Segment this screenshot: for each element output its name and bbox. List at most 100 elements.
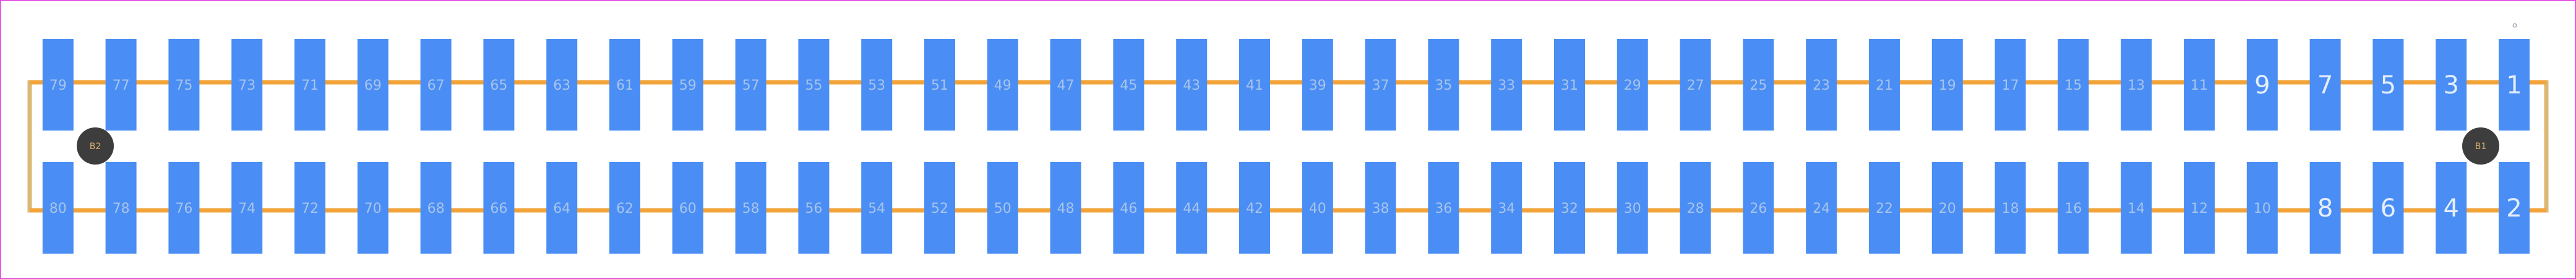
- pad-top: 19: [1931, 39, 1963, 131]
- pad-bottom: 20: [1931, 162, 1963, 254]
- pad-label: 71: [301, 78, 319, 93]
- pad-rect: [672, 162, 703, 254]
- pad-rect: [2436, 162, 2467, 254]
- pad-label: 49: [994, 78, 1011, 93]
- pad-rect: [168, 162, 200, 254]
- pad-rect: [1994, 39, 2026, 131]
- pad-label: 28: [1687, 201, 1704, 217]
- pad-rect: [105, 162, 137, 254]
- pad-rect: [1176, 162, 1208, 254]
- pad-rect: [483, 39, 515, 131]
- pad-label: 29: [1624, 78, 1641, 93]
- pad-rect: [1680, 162, 1711, 254]
- pad-label: 27: [1687, 78, 1704, 93]
- pad-rect: [1743, 162, 1774, 254]
- pad-label: 11: [2191, 78, 2208, 93]
- pad-rect: [924, 39, 955, 131]
- pad-label: 52: [931, 201, 948, 217]
- pad-rect: [1806, 162, 1837, 254]
- pad-rect: [231, 162, 263, 254]
- pad-label: 64: [553, 201, 570, 217]
- pad-label: 42: [1246, 201, 1263, 217]
- pad-rect: [42, 162, 74, 254]
- pad-rect: [1869, 39, 1900, 131]
- pad-bottom: 36: [1428, 162, 1459, 254]
- pad-rect: [483, 162, 515, 254]
- pad-top: 33: [1491, 39, 1522, 131]
- pad-label: 67: [427, 78, 445, 93]
- pad-label: 57: [742, 78, 760, 93]
- pad-label: 74: [238, 201, 255, 217]
- pad-top: 69: [357, 39, 389, 131]
- pad-label: 46: [1120, 201, 1137, 217]
- pad-top: 23: [1806, 39, 1837, 131]
- pad-label: 38: [1372, 201, 1389, 217]
- pad-label: 6: [2381, 194, 2396, 223]
- pad-top: 31: [1554, 39, 1585, 131]
- pad-rect: [357, 162, 389, 254]
- pad-label: 33: [1498, 78, 1515, 93]
- pad-bottom: 50: [987, 162, 1018, 254]
- pad-top: 61: [609, 39, 640, 131]
- pad-label: 80: [49, 201, 67, 217]
- pad-rect: [861, 39, 893, 131]
- mounting-hole-right: B1: [2462, 127, 2499, 165]
- pad-label: 23: [1813, 78, 1830, 93]
- pad-bottom: 62: [609, 162, 640, 254]
- pad-label: 77: [113, 78, 130, 93]
- pad-rect: [987, 39, 1018, 131]
- pad-rect: [2121, 39, 2152, 131]
- pad-top: 39: [1302, 39, 1333, 131]
- pad-label: 59: [679, 78, 697, 93]
- pad-bottom: 56: [798, 162, 830, 254]
- pad-bottom: 14: [2121, 162, 2152, 254]
- pad-rect: [672, 39, 703, 131]
- pad-rect: [735, 39, 766, 131]
- pad-bottom: 78: [105, 162, 137, 254]
- pad-rect: [546, 162, 578, 254]
- pad-rect: [2436, 39, 2467, 131]
- pad-bottom: 38: [1365, 162, 1396, 254]
- pad-bottom: 24: [1806, 162, 1837, 254]
- pad-bottom: 16: [2058, 162, 2089, 254]
- pad-label: 36: [1435, 201, 1452, 217]
- pad-bottom: 66: [483, 162, 515, 254]
- pad-top: 7: [2309, 39, 2341, 131]
- pad-label: 41: [1246, 78, 1263, 93]
- pad-bottom: 48: [1050, 162, 1081, 254]
- pad-rect: [1554, 39, 1585, 131]
- pad-label: 5: [2381, 71, 2396, 100]
- pad-bottom: 4: [2436, 162, 2467, 254]
- pad-label: 10: [2254, 201, 2271, 217]
- pad-top: 29: [1616, 39, 1648, 131]
- pad-rect: [2309, 39, 2341, 131]
- pad-bottom: 2: [2499, 162, 2530, 254]
- pad-bottom: 34: [1491, 162, 1522, 254]
- pad-rect: [1239, 162, 1270, 254]
- pad-bottom: 76: [168, 162, 200, 254]
- pad-bottom: 6: [2372, 162, 2404, 254]
- pad-rect: [2184, 162, 2215, 254]
- pad-label: 40: [1309, 201, 1326, 217]
- pad-top: 75: [168, 39, 200, 131]
- pad-bottom: 44: [1176, 162, 1208, 254]
- pad-bottom: 30: [1616, 162, 1648, 254]
- pad-rect: [1428, 162, 1459, 254]
- pad-bottom: 60: [672, 162, 703, 254]
- pad-rect: [1113, 39, 1144, 131]
- pad-label: 65: [490, 78, 507, 93]
- pad-label: 79: [49, 78, 67, 93]
- pad-bottom: 64: [546, 162, 578, 254]
- pad-rect: [546, 39, 578, 131]
- pad-top: 59: [672, 39, 703, 131]
- pad-rect: [2372, 39, 2404, 131]
- pad-label: 39: [1309, 78, 1326, 93]
- pad-rect: [2184, 39, 2215, 131]
- pad-top: 9: [2246, 39, 2278, 131]
- pad-rect: [2246, 162, 2278, 254]
- pad-rect: [924, 162, 955, 254]
- pad-label: 34: [1498, 201, 1515, 217]
- pad-bottom: 72: [294, 162, 325, 254]
